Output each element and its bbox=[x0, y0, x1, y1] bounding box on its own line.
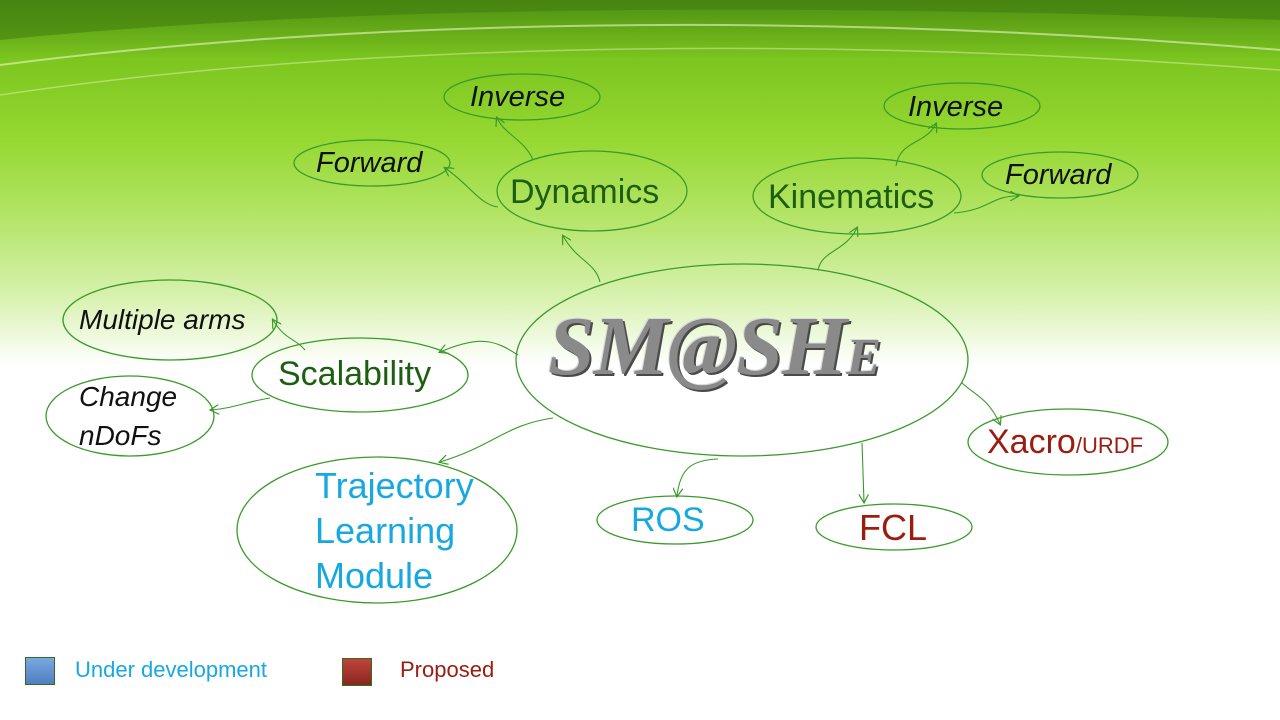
connector-kinematics-inverse bbox=[895, 124, 936, 167]
background-swoosh bbox=[0, 0, 1280, 96]
connector-dynamics-forward bbox=[445, 168, 499, 208]
node-xacro: Xacro/URDF bbox=[987, 425, 1143, 459]
connector-hub-kinematics bbox=[817, 228, 857, 271]
hub-ellipse bbox=[515, 263, 969, 457]
legend-proposed-label: Proposed bbox=[400, 657, 495, 682]
node-dynamics-forward: Forward bbox=[316, 147, 423, 179]
kinematics-forward-ellipse bbox=[981, 151, 1139, 199]
node-kinematics-inverse: Inverse bbox=[908, 91, 1004, 123]
connector-hub-xacro bbox=[961, 382, 1000, 424]
dynamics-inverse-ellipse bbox=[443, 73, 601, 121]
node-trajectory-line2: Learning bbox=[315, 510, 456, 551]
dynamics-forward-ellipse bbox=[293, 139, 451, 187]
node-trajectory-line3: Module bbox=[315, 555, 434, 596]
connector-scalability-change-dofs bbox=[211, 397, 271, 410]
dynamics-ellipse bbox=[496, 150, 688, 232]
connector-kinematics-forward bbox=[953, 196, 1018, 214]
change-dofs-ellipse bbox=[45, 375, 215, 457]
node-change-dofs-line1: Change bbox=[79, 381, 178, 412]
connector-hub-ros bbox=[677, 458, 719, 496]
legend-under-development-label: Under development bbox=[75, 657, 268, 682]
hub-title: SM@SHE bbox=[548, 305, 881, 389]
node-dynamics-inverse: Inverse bbox=[470, 81, 566, 113]
node-scalability: Scalability bbox=[278, 355, 432, 393]
connector-hub-dynamics bbox=[563, 236, 601, 283]
node-xacro-suffix: /URDF bbox=[1075, 433, 1144, 458]
scalability-ellipse bbox=[251, 337, 469, 413]
fcl-ellipse bbox=[815, 503, 973, 551]
connector-scalability-multiple-arms bbox=[273, 320, 306, 351]
legend-under-development-swatch bbox=[25, 657, 55, 685]
xacro-ellipse bbox=[967, 408, 1169, 476]
connector-hub-fcl bbox=[862, 442, 864, 502]
node-change-dofs-line2: nDoFs bbox=[79, 420, 162, 451]
legend-proposed-swatch bbox=[342, 658, 372, 686]
hub-title-main: SM@SH bbox=[548, 300, 847, 393]
node-fcl: FCL bbox=[859, 507, 928, 548]
connector-hub-trajectory bbox=[440, 417, 554, 462]
trajectory-ellipse bbox=[236, 456, 518, 604]
node-trajectory-line1: Trajectory bbox=[315, 465, 474, 506]
node-multiple-arms: Multiple arms bbox=[79, 304, 246, 335]
hub-title-subscript: E bbox=[846, 329, 882, 386]
node-kinematics-forward: Forward bbox=[1005, 159, 1112, 191]
connector-hub-scalability bbox=[440, 340, 519, 356]
node-kinematics: Kinematics bbox=[768, 178, 935, 216]
connector-dynamics-inverse bbox=[497, 118, 534, 161]
node-xacro-main: Xacro bbox=[987, 423, 1076, 461]
node-dynamics: Dynamics bbox=[510, 173, 660, 211]
kinematics-inverse-ellipse bbox=[883, 82, 1041, 130]
node-ros: ROS bbox=[631, 501, 705, 539]
